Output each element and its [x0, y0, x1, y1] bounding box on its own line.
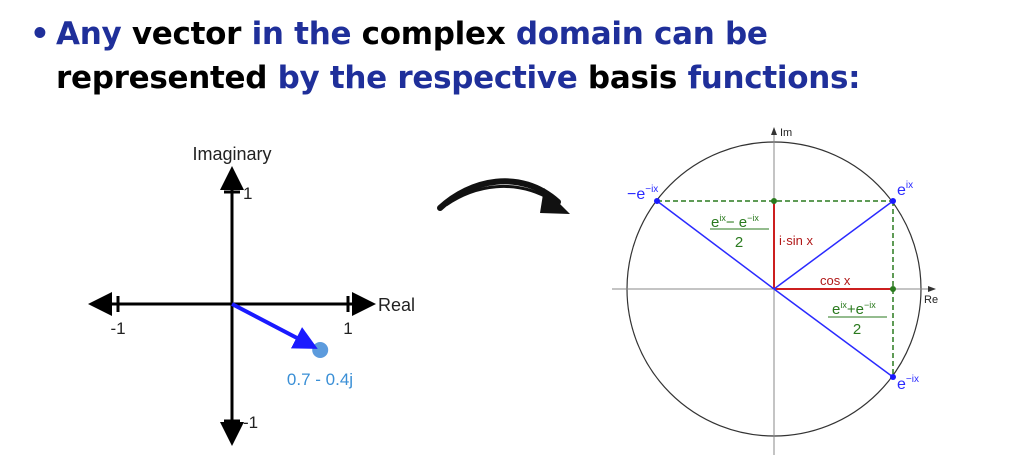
point-cos	[890, 286, 896, 292]
label-emix: e−ix	[897, 374, 919, 393]
title-line-2: represented by the respective basis func…	[30, 56, 861, 100]
title-line-1: •Any vector in the complex domain can be	[30, 12, 860, 56]
title-segment: represented	[56, 60, 268, 96]
svg-text:eix+e−ix: eix+e−ix	[832, 300, 876, 318]
title-segment: in the	[241, 16, 352, 52]
point-sin	[771, 198, 777, 204]
sin-label: i·sin x	[779, 233, 813, 248]
title-segment: basis	[577, 60, 678, 96]
title-segment: complex	[351, 16, 506, 52]
euler-unit-circle: Im Re eix e−ix −e−ix i·sin x cos x eix− …	[612, 127, 938, 455]
svg-text:2: 2	[735, 234, 743, 251]
x-tick-label-neg: -1	[110, 319, 125, 338]
vector-neg-emix	[656, 200, 775, 290]
re-axis-label: Re	[924, 294, 938, 306]
complex-plane-plot: Imaginary Real -1 1 1 -1 0.7 - 0.4j	[88, 144, 415, 446]
x-axis-label: Real	[378, 295, 415, 315]
label-neg-emix: −e−ix	[627, 184, 658, 203]
point-label: 0.7 - 0.4j	[287, 370, 353, 389]
label-eix: eix	[897, 180, 913, 199]
title-segment: Any	[56, 16, 122, 52]
slide-title: •Any vector in the complex domain can be…	[30, 12, 861, 100]
sin-fraction: eix− e−ix 2	[710, 213, 769, 251]
title-segment: vector	[121, 16, 242, 52]
y-tick-label-neg: -1	[243, 413, 258, 432]
bullet-icon: •	[30, 16, 50, 52]
svg-text:eix− e−ix: eix− e−ix	[711, 213, 759, 231]
cos-fraction: eix+e−ix 2	[828, 300, 887, 338]
cos-label: cos x	[820, 273, 851, 288]
title-segment: functions:	[677, 60, 861, 96]
title-segment: by the respective	[267, 60, 578, 96]
point-emix	[890, 374, 896, 380]
svg-text:2: 2	[853, 321, 861, 338]
title-segment: domain can be	[505, 16, 768, 52]
vector-arrow	[231, 302, 318, 349]
y-tick-label-pos: 1	[243, 184, 252, 203]
curved-arrow-icon	[437, 178, 570, 214]
x-tick-label-pos: 1	[343, 319, 352, 338]
point-eix	[890, 198, 896, 204]
complex-point	[312, 342, 329, 358]
im-axis-label: Im	[780, 127, 792, 139]
vector-eix	[773, 200, 894, 290]
vector-emix	[773, 288, 894, 378]
y-axis-label: Imaginary	[192, 144, 271, 164]
point-neg-emix	[654, 198, 660, 204]
